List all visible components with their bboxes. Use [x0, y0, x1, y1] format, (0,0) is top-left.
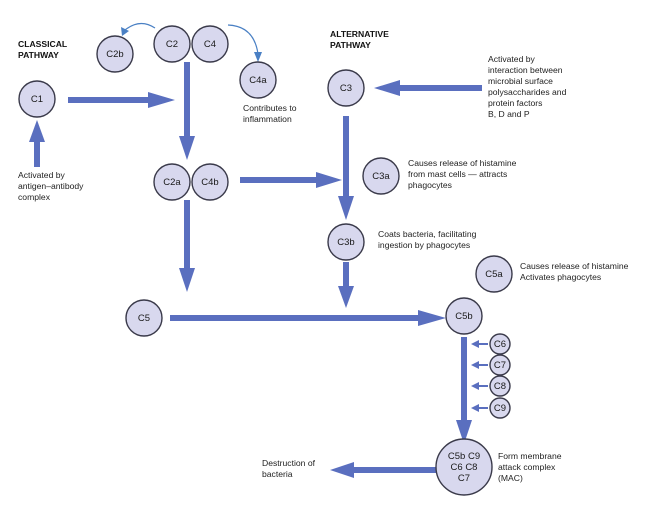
arrow-c7-to-line [471, 361, 488, 369]
node-c3a: C3a [362, 157, 400, 195]
node-c4-label: C4 [204, 39, 216, 50]
node-c4b-label: C4b [201, 177, 218, 188]
arrow-c4-to-c2a [179, 62, 195, 160]
node-c4a-label: C4a [249, 75, 267, 86]
arrow-c3-to-c3b [338, 116, 354, 220]
curve-c2-to-c2b [121, 22, 156, 36]
node-c1-label: C1 [31, 94, 43, 105]
arrow-c3b-to-c5b-level [338, 262, 354, 308]
arrow-c1-to-classical-line [68, 92, 175, 108]
node-c5-label: C5 [138, 313, 150, 324]
node-c5b: C5b [445, 297, 483, 335]
arrow-activation-to-c1 [29, 120, 45, 167]
component-nodes: C1 C2b C2 C4 C4a C2a C4b C3 [18, 25, 513, 496]
arrow-c5-to-c5b [170, 310, 446, 326]
node-c3b: C3b [327, 223, 365, 261]
arrow-c2a-to-c5-level [179, 200, 195, 292]
node-c2: C2 [153, 25, 191, 63]
node-c8-label: C8 [494, 381, 506, 392]
node-c3b-label: C3b [337, 237, 354, 248]
node-c5: C5 [125, 299, 163, 337]
node-c5a-label: C5a [485, 269, 503, 280]
node-c3-label: C3 [340, 83, 352, 94]
node-c7: C7 [489, 354, 511, 376]
node-c1: C1 [18, 80, 56, 118]
node-c3a-label: C3a [372, 171, 390, 182]
node-c4a: C4a [239, 61, 277, 99]
arrow-mac-to-destruction [330, 462, 436, 478]
node-c2b: C2b [96, 35, 134, 73]
node-c5a: C5a [475, 255, 513, 293]
arrow-c8-to-line [471, 382, 488, 390]
node-c2-label: C2 [166, 39, 178, 50]
connector-arrows [29, 22, 488, 478]
node-c7-label: C7 [494, 360, 506, 371]
node-c5b-label: C5b [455, 311, 472, 322]
arrow-c4b-to-alternative [240, 172, 342, 188]
arrow-activation-to-c3 [374, 80, 482, 96]
node-c2a: C2a [153, 163, 191, 201]
node-c6-label: C6 [494, 339, 506, 350]
node-c3: C3 [327, 69, 365, 107]
node-c9-label: C9 [494, 403, 506, 414]
node-c2a-label: C2a [163, 177, 181, 188]
arrow-c6-to-line [471, 340, 488, 348]
arrow-c5b-to-mac [456, 337, 472, 444]
arrow-c9-to-line [471, 404, 488, 412]
node-c9: C9 [489, 397, 511, 419]
node-c6: C6 [489, 333, 511, 355]
node-c8: C8 [489, 375, 511, 397]
node-c4: C4 [191, 25, 229, 63]
node-c2b-label: C2b [106, 49, 123, 60]
node-c4b: C4b [191, 163, 229, 201]
curve-c4-to-c4a [227, 24, 262, 62]
